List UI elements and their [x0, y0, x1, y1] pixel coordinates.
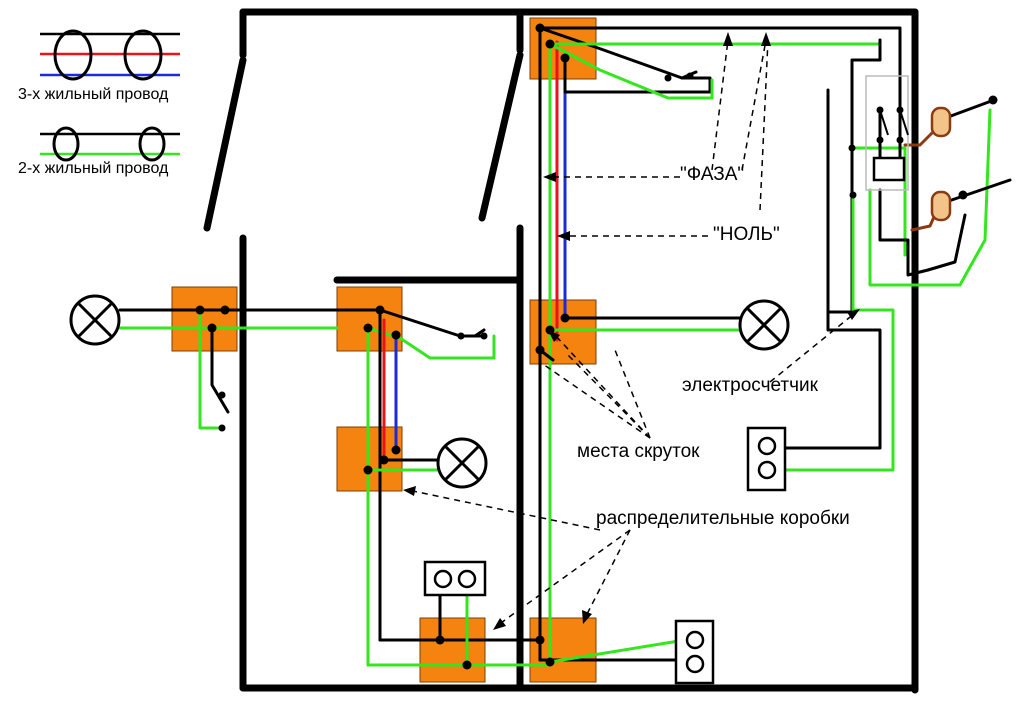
socket-right-middle: [746, 426, 787, 492]
lamp-hall: [69, 294, 121, 346]
walls: [203, 8, 919, 694]
fuse-top: [930, 106, 952, 138]
fuse-bottom: [930, 190, 952, 222]
legend-three-wire-symbol: [40, 29, 180, 81]
legend-two-wire-label: 2-х жильный провод: [18, 160, 169, 177]
legend: [40, 29, 180, 162]
meter-panel: [865, 75, 909, 191]
lamp-right: [738, 299, 790, 351]
splice-points: [195, 23, 998, 670]
junction-box-hall: [171, 286, 238, 352]
pointer-arrows: [407, 39, 856, 626]
meter-box: [872, 156, 906, 182]
legend-three-wire-label: 3-х жильный провод: [18, 86, 169, 103]
socket-room-bottom: [423, 560, 487, 597]
legend-two-wire-symbol: [40, 126, 180, 162]
junction-box-room-bottom: [419, 617, 486, 683]
junction-boxes-label: распределительные коробки: [596, 508, 850, 529]
lamp-room: [436, 437, 488, 489]
arrow-heads: [403, 32, 860, 630]
wires: [118, 26, 1012, 667]
phase-label: "ФАЗА": [680, 164, 745, 185]
meter-label: электросчетчик: [682, 375, 818, 396]
socket-right-bottom: [674, 619, 715, 685]
splices-label: места скруток: [577, 441, 700, 462]
neutral-label: "НОЛЬ": [713, 224, 780, 245]
